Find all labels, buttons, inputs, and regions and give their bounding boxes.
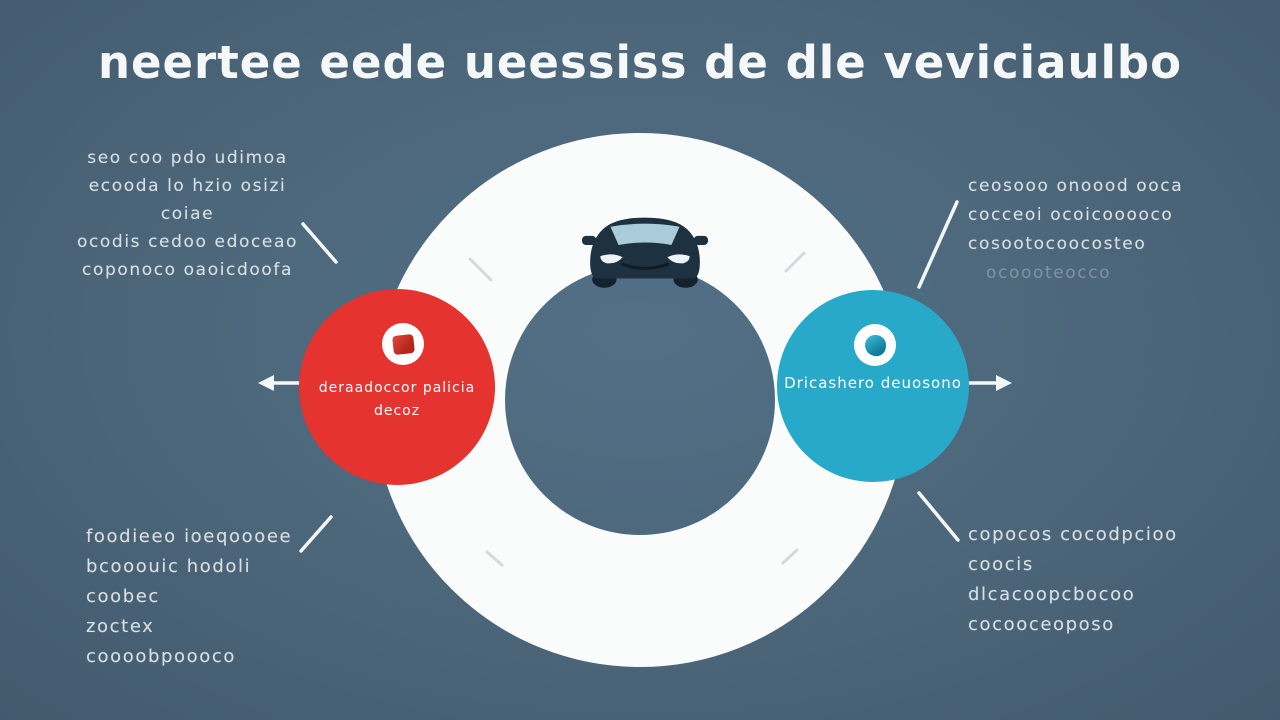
caption-line: cosootocoocosteo: [968, 234, 1147, 254]
caption-line: foodieeo ioeqoooee: [86, 526, 293, 547]
caption-bottom-right: copocos cocodpcioo coocis dlcacoopcbocoo…: [968, 520, 1198, 640]
blue-node-line: Dricashero: [784, 374, 875, 392]
globe-badge-icon: [863, 333, 887, 357]
caption-line: coponoco oaoicdoofa: [82, 260, 293, 280]
red-node-line: palicia decoz: [373, 380, 476, 419]
caption-line-faint: ocoooteocco: [986, 263, 1112, 283]
caption-top-left: seo coo pdo udimoa ecooda lo hzio osizi …: [70, 144, 305, 284]
page-title: neertee eede ueessiss de dle veviciaulbo: [97, 36, 1183, 89]
top-right-connector-line: [917, 200, 959, 289]
red-node-badge: [382, 323, 424, 365]
caption-line: copocos cocodpcioo: [968, 524, 1178, 545]
caption-line: ocodis cedoo edoceao: [76, 232, 298, 252]
blue-node-badge: [854, 324, 896, 366]
shield-badge-icon: [391, 333, 415, 355]
blue-node-label: Dricashero deuosono: [777, 370, 969, 397]
car-front-icon: [582, 217, 708, 288]
caption-top-right: ceosooo onoood ooca cocceoi ocoicooooco …: [968, 172, 1198, 288]
red-node-line: deraadoccor: [318, 380, 418, 396]
bottom-left-connector-line: [299, 515, 333, 553]
caption-bottom-left: foodieeo ioeqoooee bcooouic hodoli coobe…: [86, 522, 301, 672]
caption-line: bcooouic hodoli coobec: [86, 556, 252, 607]
caption-line: ecooda lo hzio osizi coiae: [88, 176, 287, 224]
blue-node: Dricashero deuosono: [777, 290, 969, 482]
caption-line: cocceoi ocoicooooco: [968, 205, 1174, 225]
red-node: deraadoccor palicia decoz: [299, 289, 495, 485]
top-left-connector-line: [301, 222, 338, 264]
caption-line: seo coo pdo udimoa: [87, 148, 288, 168]
caption-line: zoctex coooobpoooco: [86, 616, 236, 667]
right-arrow-icon: [996, 375, 1012, 391]
left-arrow-icon: [258, 375, 274, 391]
red-node-label: deraadoccor palicia decoz: [299, 377, 495, 423]
caption-line: ceosooo onoood ooca: [968, 176, 1184, 196]
caption-line: cocooceoposo: [968, 614, 1115, 635]
caption-line: coocis dlcacoopcbocoo: [968, 554, 1136, 605]
bottom-right-connector-line: [917, 491, 960, 542]
blue-node-line: deuosono: [880, 374, 962, 392]
